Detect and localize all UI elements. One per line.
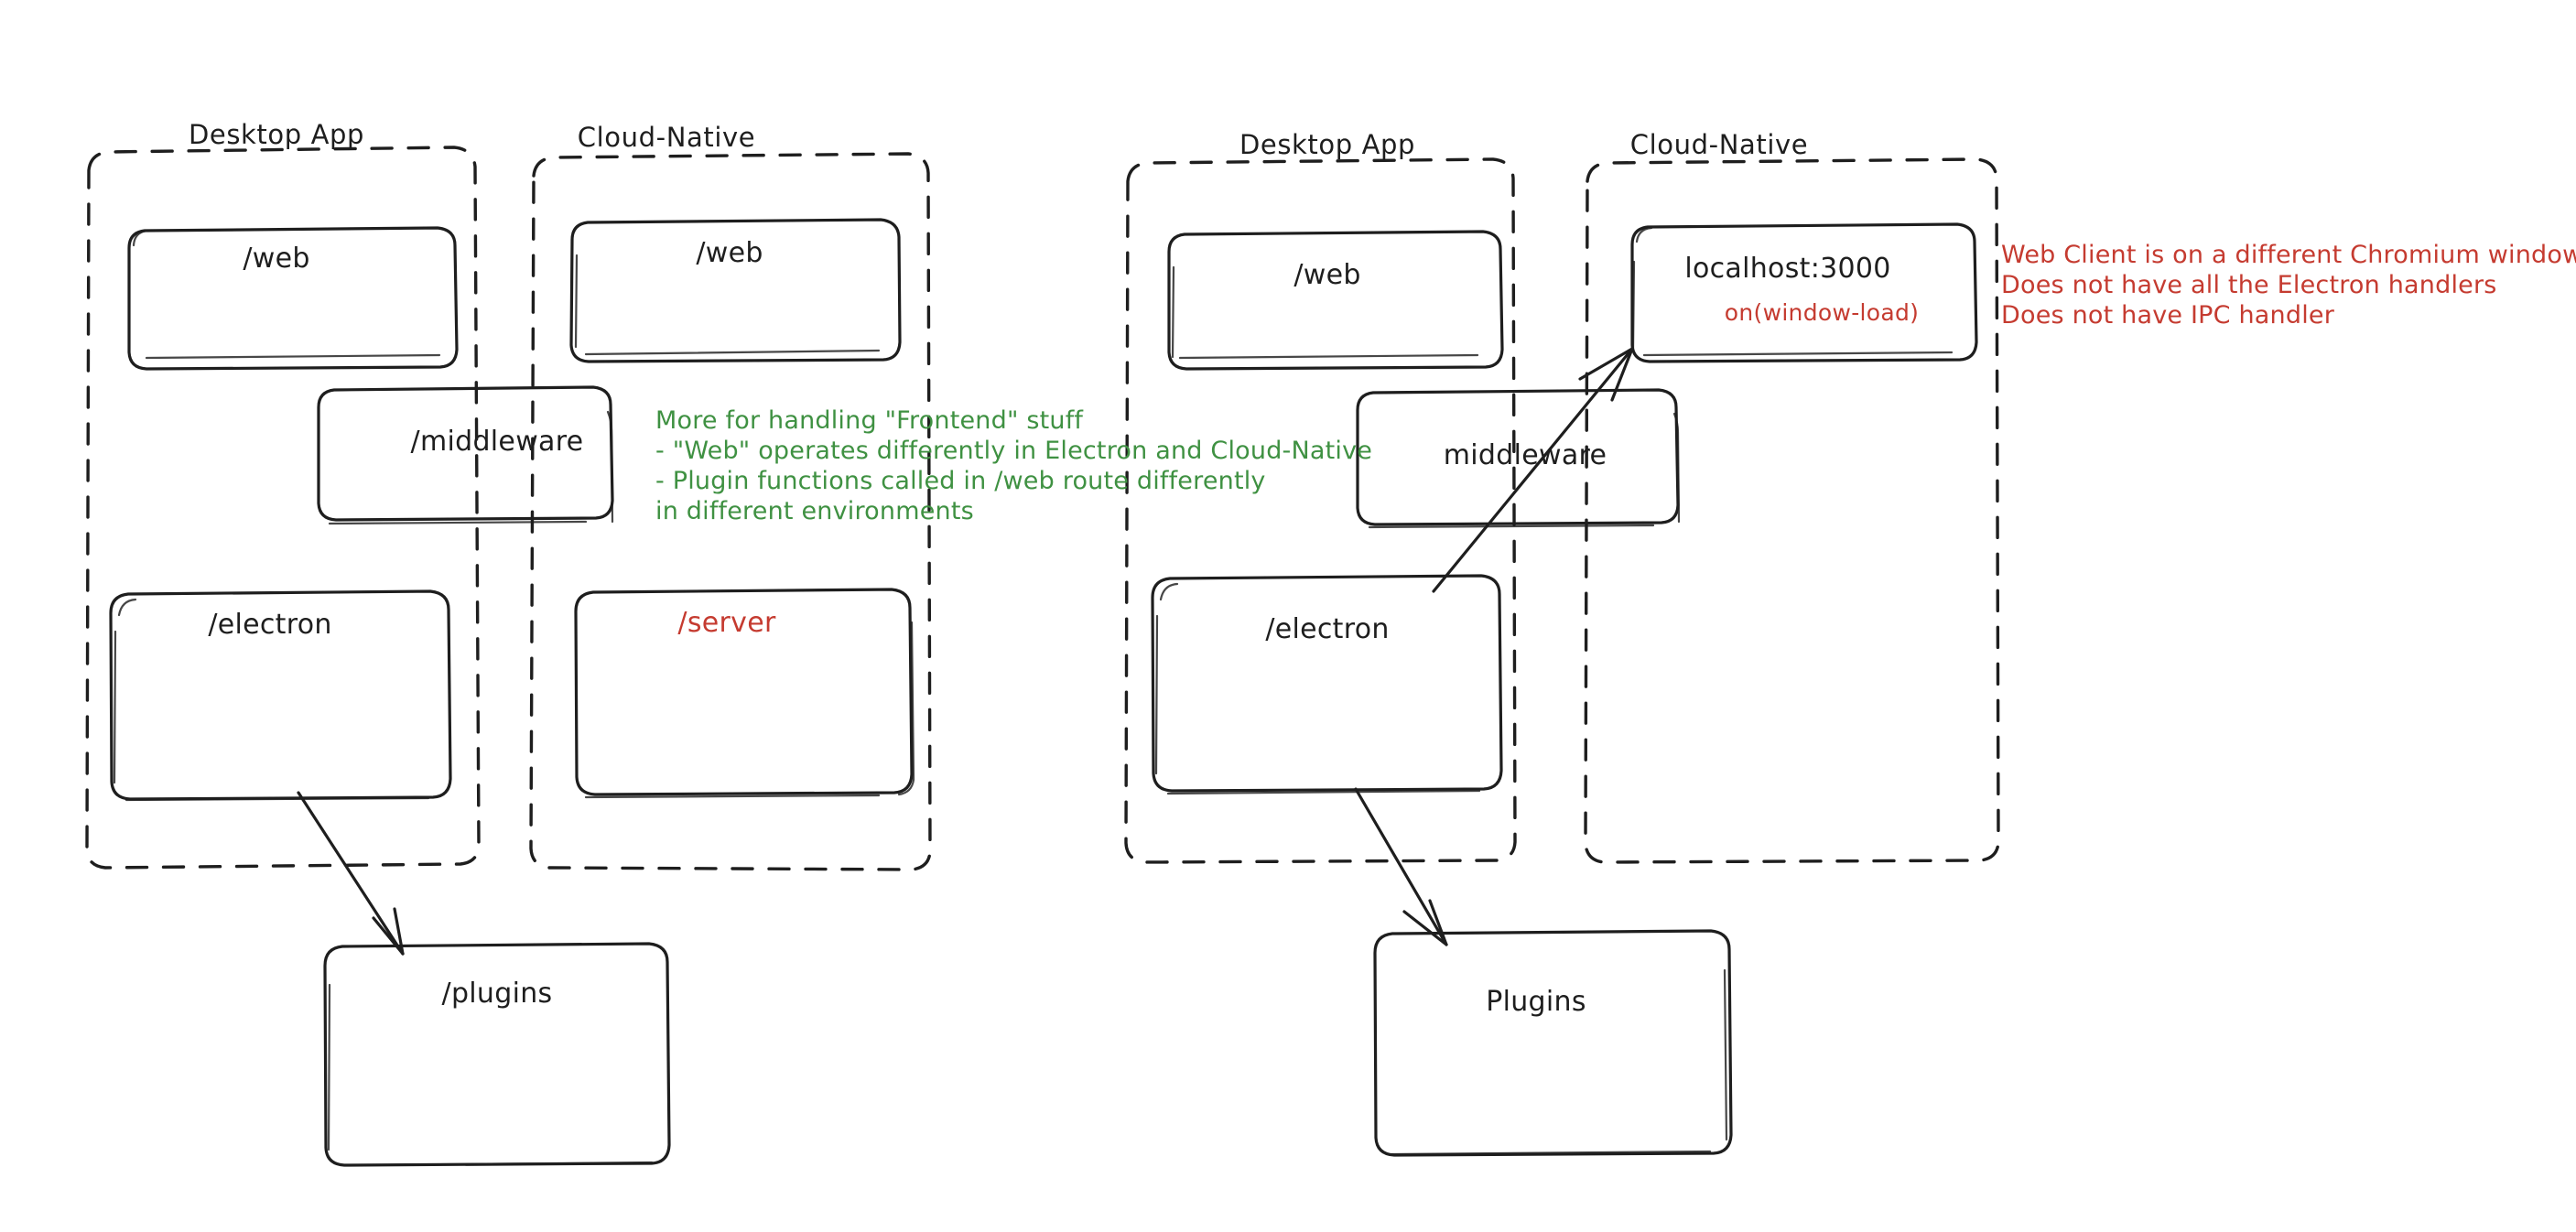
arrow-left-electron-to-plugins — [297, 791, 405, 956]
box-right-plugins — [1373, 929, 1733, 1157]
node-label-right-middleware: middleware — [1443, 439, 1607, 471]
node-label-left-plugins: /plugins — [441, 978, 553, 1010]
note-left-frontend-green: More for handling "Frontend" stuff - "We… — [655, 406, 1373, 525]
node-label-left-web-desktop: /web — [243, 243, 310, 275]
box-right-electron — [1151, 574, 1503, 795]
node-label-left-server: /server — [677, 607, 776, 639]
left-group-label-desktop-app: Desktop App — [188, 119, 365, 150]
right-group-label-desktop-app: Desktop App — [1239, 129, 1416, 160]
box-right-localhost — [1630, 222, 1978, 363]
node-label-right-web-desktop: /web — [1293, 259, 1361, 291]
node-label-left-electron: /electron — [208, 609, 332, 641]
node-label-right-plugins: Plugins — [1486, 986, 1586, 1018]
note-right-web-client-red: Web Client is on a different Chromium wi… — [2001, 241, 2576, 330]
node-label-left-middleware: /middleware — [410, 426, 584, 458]
box-right-web-desktop — [1167, 230, 1504, 371]
right-group-label-cloud-native: Cloud-Native — [1629, 129, 1809, 160]
node-label-right-electron: /electron — [1265, 613, 1390, 645]
node-sublabel-right-localhost-onwindowload: on(window-load) — [1724, 299, 1920, 326]
left-group-label-cloud-native: Cloud-Native — [577, 122, 756, 153]
node-label-right-localhost: localhost:3000 — [1684, 253, 1891, 285]
node-label-left-web-cloud: /web — [696, 237, 763, 269]
arrow-right-electron-to-plugins — [1354, 787, 1448, 946]
